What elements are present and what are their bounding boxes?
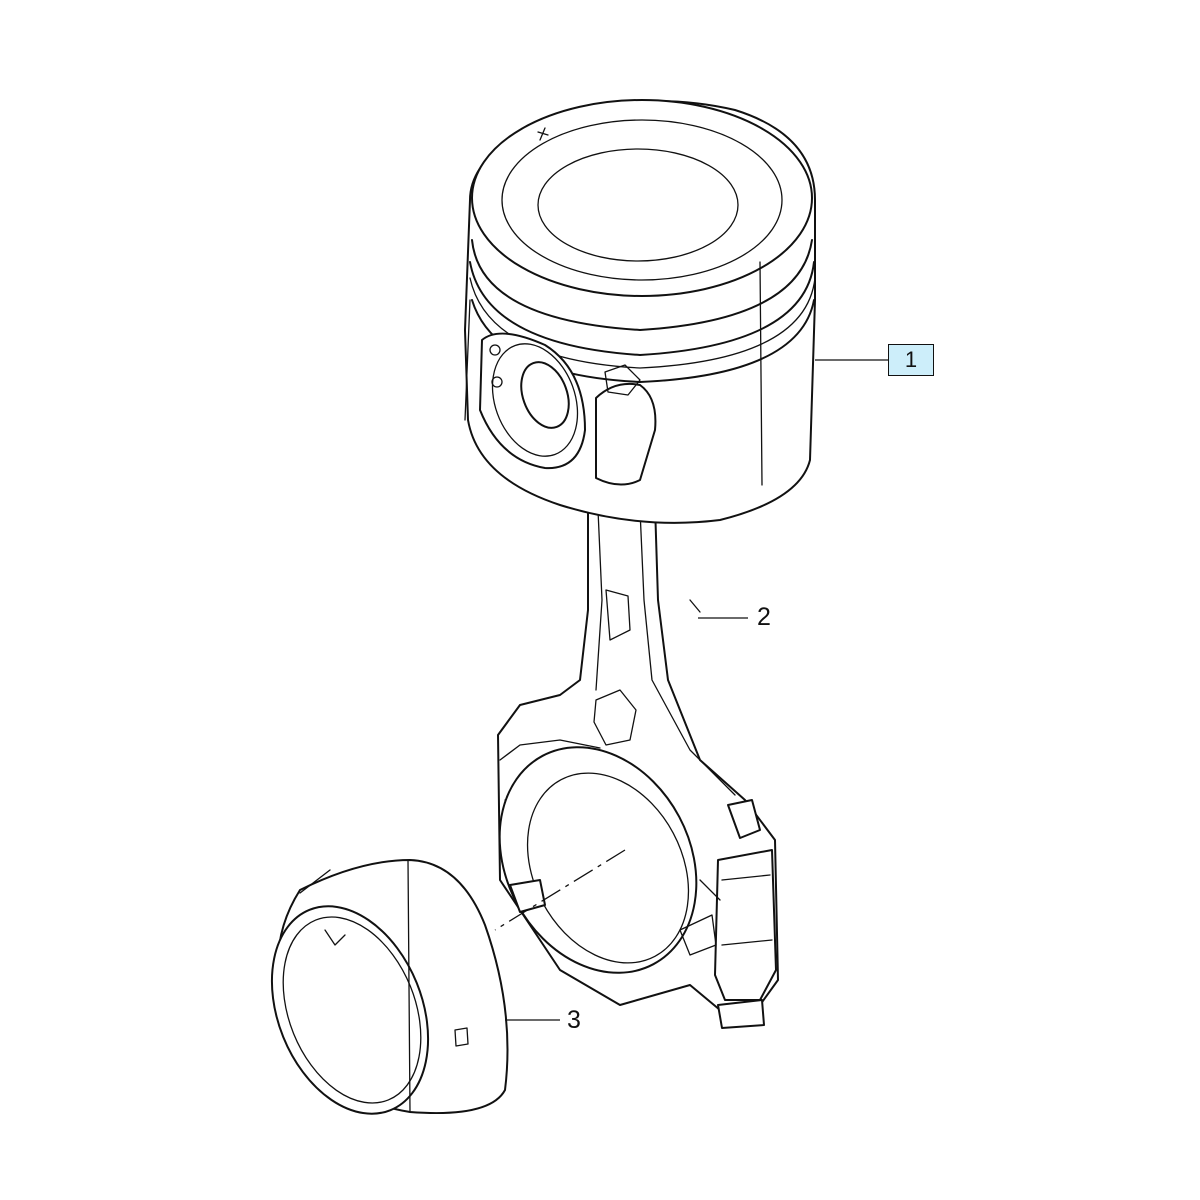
callout-connecting-rod-label: 2: [757, 603, 771, 631]
callout-piston[interactable]: 1: [888, 344, 934, 376]
piston-part: [464, 99, 816, 524]
callout-piston-label: 1: [904, 347, 918, 372]
assembly-centerline: [494, 849, 626, 931]
callout-bearing-shell-label: 3: [567, 1006, 581, 1034]
bearing-shell-part: [270, 859, 509, 1115]
callout-bearing-shell[interactable]: 3: [567, 1008, 581, 1033]
connecting-rod-part: [497, 504, 779, 1029]
callout-connecting-rod[interactable]: 2: [757, 605, 771, 630]
